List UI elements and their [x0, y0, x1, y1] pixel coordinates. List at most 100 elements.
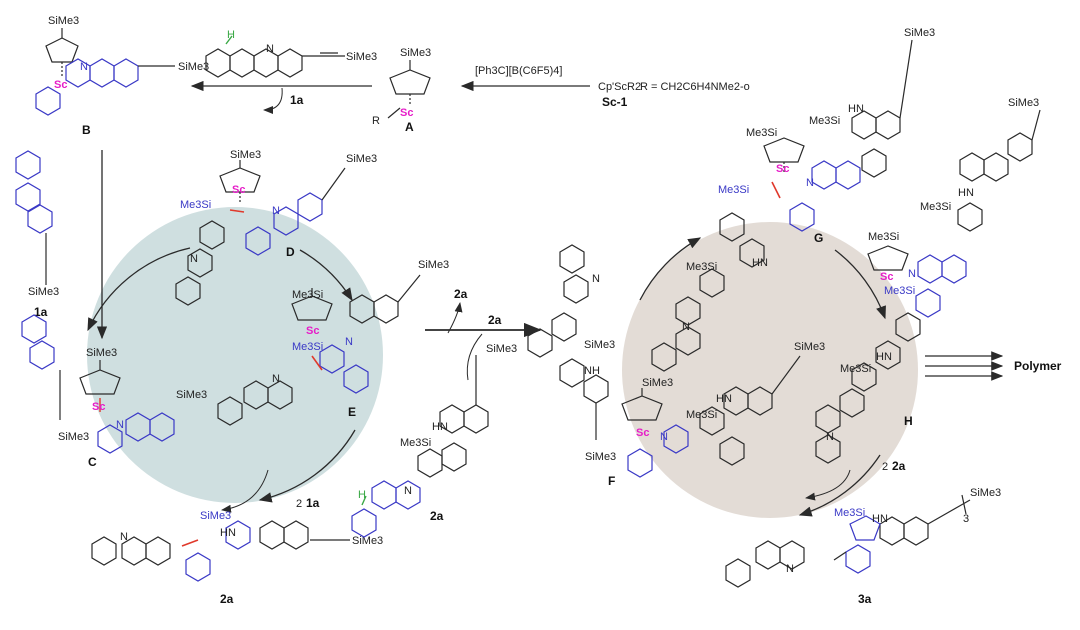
- cycle-left-background: [87, 207, 383, 503]
- bond-3a: [833, 551, 847, 561]
- n-d: N: [272, 205, 280, 217]
- sime3-f-cp: SiMe3: [642, 377, 673, 389]
- red-bond-2a: [181, 539, 199, 547]
- hn-2a-bl: HN: [220, 527, 236, 539]
- cycle-arrow-g-to-h: [834, 249, 886, 320]
- molecule-2a-bottom-left: [91, 520, 309, 566]
- n-d-ring: N: [190, 253, 198, 265]
- molecule-h: [815, 132, 1033, 464]
- molecule-c-blue: [21, 314, 175, 454]
- label-c: C: [88, 455, 97, 469]
- sc-f: Sc: [636, 427, 649, 439]
- hn-g: HN: [848, 103, 864, 115]
- cycle-arrow-h-to-f: [798, 454, 881, 517]
- vinyl-bond-d: [229, 209, 245, 213]
- arrow-2a-release: [447, 302, 463, 334]
- label-h: H: [904, 414, 913, 428]
- sime3-2a-bl: SiMe3: [200, 510, 231, 522]
- r-definition: R = CH2C6H4NMe2-o: [640, 81, 750, 93]
- alkyne-g: [899, 39, 913, 119]
- label-2a-arrow: 2a: [488, 313, 502, 327]
- sime3-3a: SiMe3: [970, 487, 1001, 499]
- n-f: N: [660, 431, 668, 443]
- label-e: E: [348, 405, 356, 419]
- two-2a-number: 2: [882, 461, 888, 473]
- catalyst-name: Sc-1: [602, 95, 628, 109]
- n-e: N: [345, 336, 353, 348]
- molecule-g: [651, 110, 901, 372]
- sime3-d: SiMe3: [230, 149, 261, 161]
- sime3-g-alkyne: SiMe3: [904, 27, 935, 39]
- n-g-lower: N: [682, 321, 690, 333]
- sime3-f-top: SiMe3: [584, 339, 615, 351]
- h-bond-green: [225, 35, 233, 45]
- sime3-c: SiMe3: [86, 347, 117, 359]
- sime3-b: SiMe3: [48, 15, 79, 27]
- me3si-g-blue: Me3Si: [718, 184, 749, 196]
- n-2a-middle: N: [404, 485, 412, 497]
- me3si-g-lower: Me3Si: [686, 261, 717, 273]
- arrow-2-1a: [221, 469, 269, 513]
- n-h-lower: N: [826, 431, 834, 443]
- r-label-a: R: [372, 115, 380, 127]
- n-label-1a: N: [266, 43, 274, 55]
- label-g: G: [814, 231, 823, 245]
- two-2a-label: 2a: [892, 459, 906, 473]
- hn-h-lower: HN: [876, 351, 892, 363]
- sc-a: Sc: [400, 107, 413, 119]
- vinyl-bond-g: [771, 181, 781, 199]
- sc-b: Sc: [54, 79, 67, 91]
- sc-g: Sc: [776, 163, 789, 175]
- alkyne-e: [397, 274, 421, 303]
- molecule-3a: [725, 494, 971, 588]
- sime3-1a: SiMe3: [346, 51, 377, 63]
- sime3-2a-bl-alkyne: SiMe3: [352, 535, 383, 547]
- sc-h: Sc: [880, 271, 893, 283]
- molecule-2a-middle: [417, 355, 489, 478]
- label-1a-left: 1a: [34, 305, 48, 319]
- me3si-h-cp: Me3Si: [868, 231, 899, 243]
- h-green-2a: [361, 495, 367, 506]
- label-3a: 3a: [858, 592, 872, 606]
- alkyne-f-right: [771, 355, 801, 395]
- sime3-1a-left: SiMe3: [28, 286, 59, 298]
- cycle-right-background: [622, 222, 918, 518]
- molecule-d: [175, 160, 261, 306]
- catalyst-text: Cp'ScR2: [598, 81, 641, 93]
- n-g: N: [806, 177, 814, 189]
- me3si-h-lower: Me3Si: [840, 363, 871, 375]
- sime3-c-alkyne: SiMe3: [58, 431, 89, 443]
- molecule-1a-left: [15, 150, 53, 234]
- n-2a-bl: N: [120, 531, 128, 543]
- molecule-f-top: [527, 244, 663, 421]
- molecule-3a-blue: [845, 515, 881, 574]
- me3si-h-blue: Me3Si: [884, 285, 915, 297]
- molecule-2a-bl-blue: [185, 520, 251, 582]
- sime3-d-alkyne: SiMe3: [346, 153, 377, 165]
- n-c: N: [116, 419, 124, 431]
- hn-f-right: HN: [716, 393, 732, 405]
- molecule-e: [217, 288, 399, 426]
- label-a: A: [405, 120, 414, 134]
- molecule-2a-middle-blue: [351, 480, 421, 538]
- nh-f: NH: [584, 365, 600, 377]
- molecule-b-blue: [35, 58, 139, 116]
- sime3-e-alkyne: SiMe3: [418, 259, 449, 271]
- n-3a: N: [786, 563, 794, 575]
- label-2a-bottom-left: 2a: [220, 592, 234, 606]
- sc-c: Sc: [92, 401, 105, 413]
- red-bond-e: [311, 355, 323, 371]
- label-d: D: [286, 245, 295, 259]
- arrow-rh-release: [263, 87, 283, 114]
- molecule-1a-top: [205, 48, 345, 78]
- me3si-h-top: Me3Si: [920, 201, 951, 213]
- label-f: F: [608, 474, 615, 488]
- molecule-h-blue: [915, 254, 967, 318]
- sime3-f-right: SiMe3: [794, 341, 825, 353]
- two-1a-label: 1a: [306, 496, 320, 510]
- alkyne-h: [1031, 109, 1041, 141]
- alkyne-d: [321, 167, 346, 201]
- molecule-f-blue: [627, 424, 689, 478]
- molecule-c: [79, 360, 121, 395]
